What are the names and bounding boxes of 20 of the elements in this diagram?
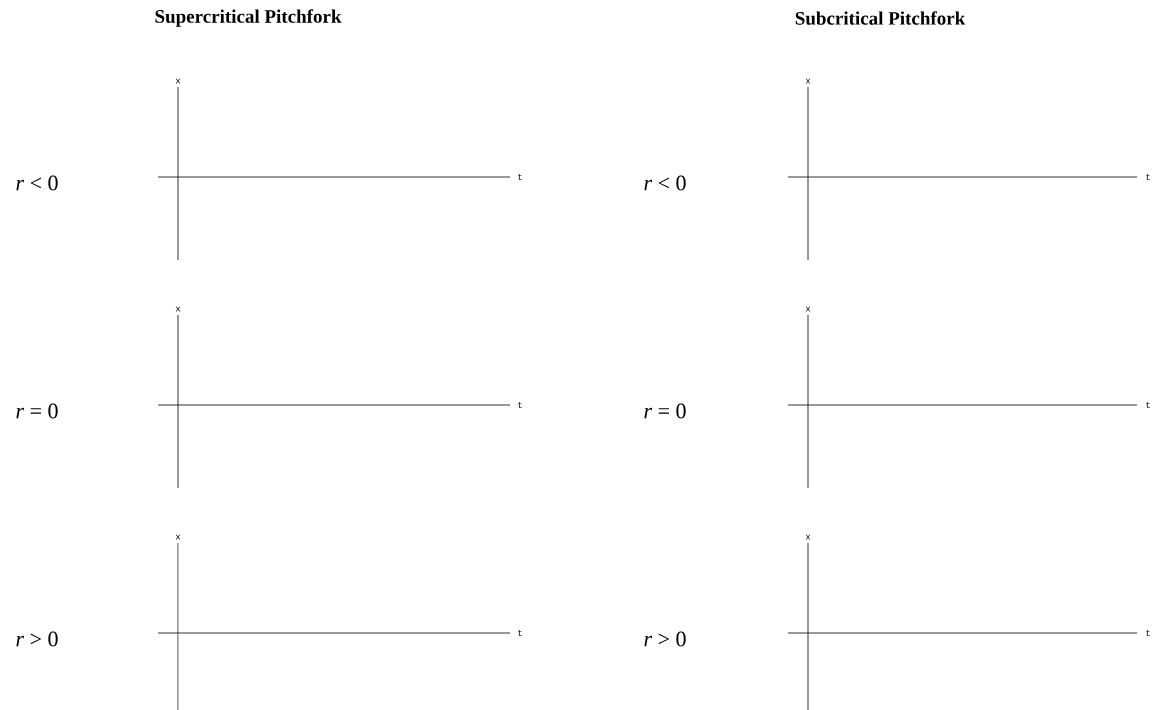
axis-label: t (518, 402, 522, 409)
parameter-condition: r > 0 (16, 631, 58, 647)
column-heading: Subcritical Pitchfork (795, 11, 966, 25)
parameter-condition: r < 0 (644, 175, 686, 191)
column-heading: Supercritical Pitchfork (155, 9, 342, 27)
axis-label: t (518, 630, 522, 637)
axis-label: t (1146, 174, 1150, 181)
axis-label: x (175, 78, 181, 84)
axis-label: x (805, 78, 811, 84)
parameter-condition: r > 0 (644, 631, 686, 647)
parameter-condition: r = 0 (644, 403, 686, 419)
parameter-condition: r = 0 (16, 403, 58, 419)
axis-label: x (805, 306, 811, 312)
axis-label: t (518, 174, 522, 181)
axis-label: t (1146, 630, 1150, 637)
axis-label: x (805, 534, 811, 540)
axis-label: x (175, 306, 181, 312)
parameter-condition: r < 0 (16, 175, 58, 191)
axis-label: x (175, 534, 181, 540)
axis-label: t (1146, 402, 1150, 409)
